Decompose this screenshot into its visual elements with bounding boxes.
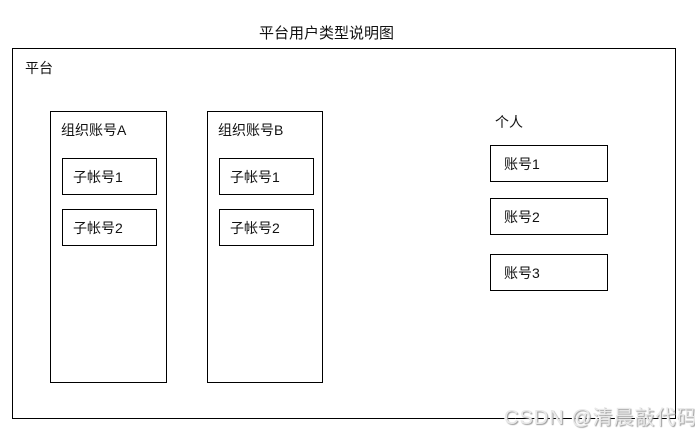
org-b-sub-account-2-box: 子帐号2 xyxy=(219,209,314,246)
personal-account-3-box: 账号3 xyxy=(490,254,608,291)
organization-b-label: 组织账号B xyxy=(218,122,284,138)
org-b-sub-account-1-box: 子帐号1 xyxy=(219,158,314,195)
org-a-sub-account-1-box: 子帐号1 xyxy=(62,158,157,195)
diagram-title: 平台用户类型说明图 xyxy=(258,25,394,42)
personal-account-2-box: 账号2 xyxy=(490,198,608,235)
organization-a-box: 组织账号A 子帐号1 子帐号2 xyxy=(50,111,167,383)
organization-a-label: 组织账号A xyxy=(61,122,127,138)
org-a-sub-account-2-box: 子帐号2 xyxy=(62,209,157,246)
personal-account-1-box: 账号1 xyxy=(490,145,608,182)
csdn-watermark: CSDN @清晨敲代码 xyxy=(504,407,695,429)
organization-b-box: 组织账号B 子帐号1 子帐号2 xyxy=(207,111,323,383)
personal-section-label: 个人 xyxy=(495,114,523,130)
platform-label: 平台 xyxy=(25,60,53,76)
